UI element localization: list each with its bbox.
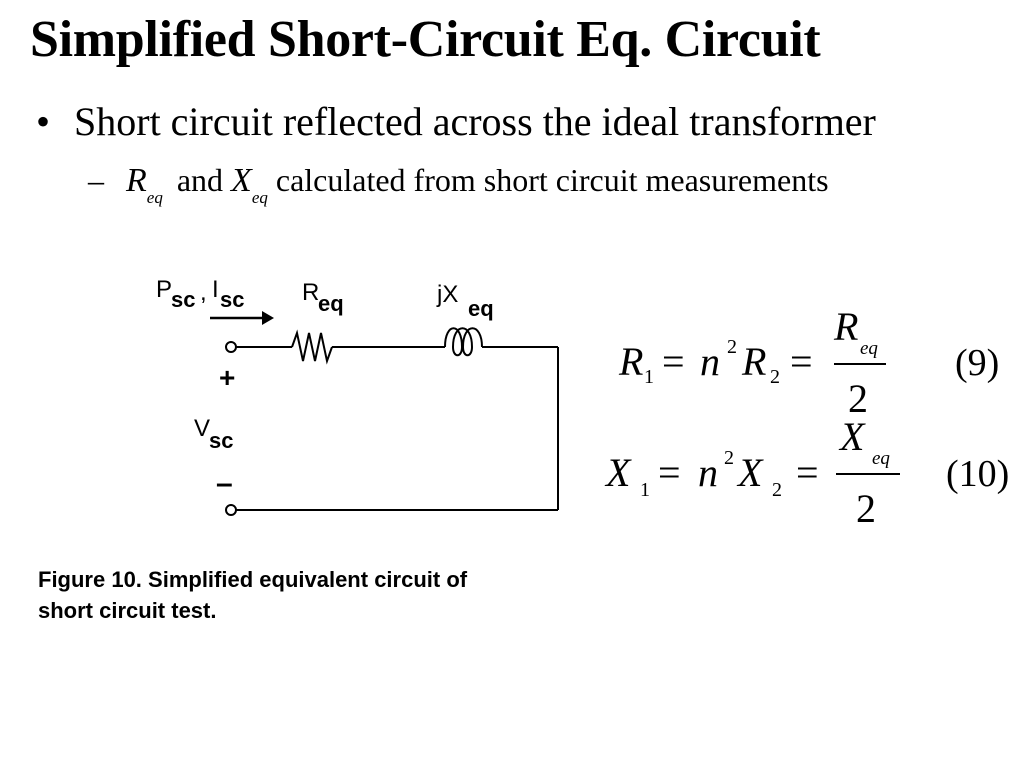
circuit-diagram: P sc , I sc R eq jX eq + V sc – [156, 276, 559, 516]
slide-title: Simplified Short-Circuit Eq. Circuit [30, 11, 821, 68]
eq10-denominator: 2 [856, 486, 876, 531]
eq10-mid: X [736, 450, 764, 495]
plus-sign: + [219, 362, 235, 393]
eq10-mid-subscript: 2 [772, 479, 782, 501]
bullet-point: • Short circuit reflected across the idea… [36, 98, 876, 145]
eq10-label: (10) [946, 453, 1009, 495]
resistor-label: R [302, 279, 319, 306]
x-eq-subscript: eq [251, 188, 268, 207]
eq10-lhs: X [604, 450, 632, 495]
inductor-symbol [444, 327, 483, 357]
eq9-mid-subscript: 2 [770, 366, 780, 388]
eq9-n: n [700, 339, 720, 384]
r-eq-subscript: eq [146, 188, 163, 207]
current-label: I [212, 276, 219, 303]
sub-bullet: –Req and Xeq calculated from short circu… [88, 162, 829, 208]
eq9-numerator: R [833, 304, 858, 349]
resistor-subscript: eq [318, 291, 344, 316]
voltage-subscript: sc [209, 428, 233, 453]
eq9-lhs: R [618, 339, 643, 384]
current-subscript: sc [220, 287, 244, 312]
equations-block: R 1 = n 2 R 2 = R eq 2 (9) X 1 = n 2 X 2… [604, 304, 1009, 531]
eq10-numerator: X [838, 414, 866, 459]
eq10-n: n [698, 450, 718, 495]
eq9-lhs-subscript: 1 [644, 366, 654, 388]
sub-bullet-dash: – [88, 162, 104, 198]
eq9-equals-2: = [790, 339, 813, 384]
eq9-equals-1: = [662, 339, 685, 384]
eq10-numerator-subscript: eq [872, 448, 890, 469]
and-text: and [176, 162, 224, 198]
voltage-label: V [194, 415, 210, 442]
caption-line-2: short circuit test. [38, 598, 217, 623]
eq10-equals-1: = [658, 450, 681, 495]
reactance-label: jX [436, 281, 458, 308]
eq9-denominator: 2 [848, 376, 868, 421]
power-subscript: sc [171, 287, 195, 312]
eq9-numerator-subscript: eq [860, 338, 878, 359]
equation-9: R 1 = n 2 R 2 = R eq 2 (9) [618, 304, 999, 421]
comma: , [200, 279, 207, 306]
current-arrow-head-icon [262, 311, 274, 325]
sub-bullet-text: calculated from short circuit measuremen… [275, 162, 829, 198]
bullet-dot: • [36, 99, 51, 144]
equation-10: X 1 = n 2 X 2 = X eq 2 (10) [604, 414, 1009, 531]
eq10-equals-2: = [796, 450, 819, 495]
minus-sign: – [216, 467, 233, 500]
eq10-lhs-subscript: 1 [640, 479, 650, 501]
power-label: P [156, 276, 172, 303]
top-terminal [225, 341, 237, 353]
bottom-terminal [225, 504, 237, 516]
x-eq-symbol: X [231, 162, 252, 199]
figure-caption: Figure 10. Simplified equivalent circuit… [38, 564, 618, 626]
bullet-text: Short circuit reflected across the ideal… [74, 99, 876, 144]
eq10-exponent: 2 [724, 447, 734, 469]
eq9-exponent: 2 [727, 336, 737, 358]
resistor-symbol [291, 329, 333, 365]
r-eq-symbol: R [126, 162, 147, 199]
caption-line-1: Figure 10. Simplified equivalent circuit… [38, 567, 468, 592]
eq9-label: (9) [955, 342, 999, 384]
reactance-subscript: eq [468, 296, 494, 321]
eq9-mid: R [741, 339, 766, 384]
